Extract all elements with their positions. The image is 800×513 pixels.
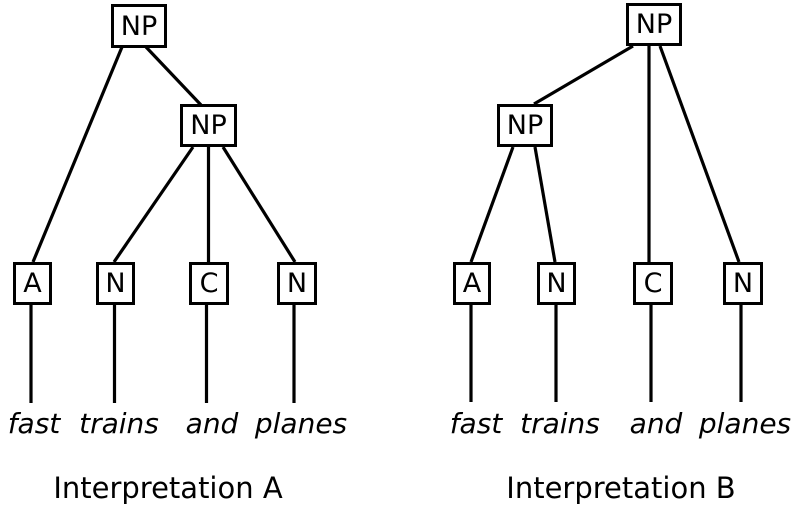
tree-a-pos-a-node: A — [13, 262, 52, 305]
tree-a-pos-c-node: C — [189, 262, 229, 305]
tree-a-caption: Interpretation A — [53, 471, 283, 505]
tree-a-word-fast: fast — [7, 407, 61, 440]
tree-b-edges — [469, 44, 743, 402]
tree-a-word-planes: planes — [254, 407, 348, 440]
tree-a-pos-n1-node: N — [96, 262, 135, 305]
tree-a-edges — [29, 45, 297, 403]
tree-a-word-and: and — [185, 407, 239, 440]
tree-b-pos-c-node: C — [633, 262, 673, 305]
tree-b-inner-np-node: NP — [497, 104, 553, 147]
tree-b-pos-a-node: A — [453, 262, 491, 305]
tree-b-word-and: and — [629, 407, 683, 440]
tree-b-word-trains: trains — [520, 407, 600, 440]
tree-b-word-planes: planes — [698, 407, 792, 440]
tree-a-pos-n2-node: N — [277, 262, 317, 305]
tree-b-pos-n1-node: N — [537, 262, 576, 305]
tree-a-root-np-node: NP — [111, 4, 167, 48]
tree-a-inner-np-node: NP — [180, 104, 237, 147]
tree-b-word-fast: fast — [449, 407, 503, 440]
tree-a-word-trains: trains — [79, 407, 159, 440]
tree-b-root-np-node: NP — [626, 3, 682, 46]
tree-b-pos-n2-node: N — [723, 262, 763, 305]
tree-b-caption: Interpretation B — [506, 471, 736, 505]
